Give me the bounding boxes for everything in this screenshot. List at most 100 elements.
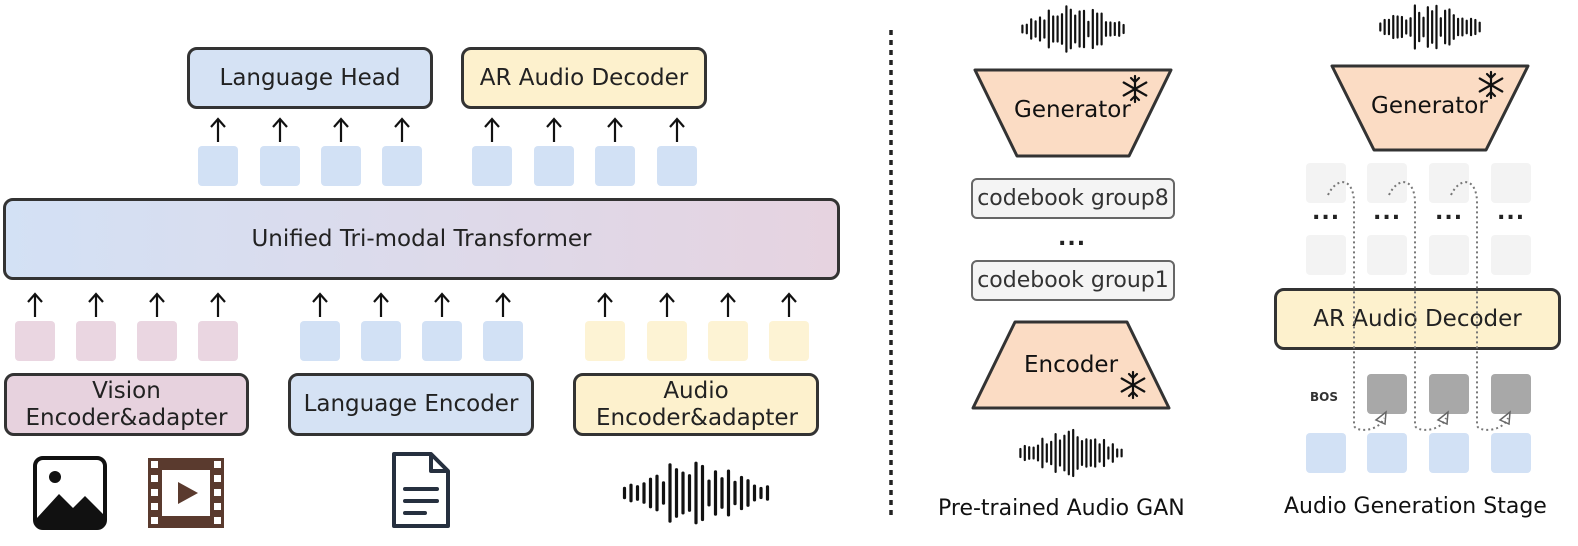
input-token	[76, 321, 116, 361]
up-arrow-icon	[210, 117, 226, 142]
up-arrow-icon	[27, 292, 43, 317]
output-token	[595, 146, 635, 186]
output-token	[382, 146, 422, 186]
output-token	[657, 146, 697, 186]
up-arrow-icon	[607, 117, 623, 142]
waveform-gan-output-icon	[1021, 5, 1125, 53]
audio-encoder-box: Audio Encoder&adapter	[573, 373, 819, 436]
transformer-box: Unified Tri-modal Transformer	[3, 198, 840, 280]
codebook-group8: codebook group8	[971, 178, 1175, 219]
input-token	[769, 321, 809, 361]
up-arrow-icon	[546, 117, 562, 142]
input-token	[708, 321, 748, 361]
up-arrow-icon	[394, 117, 410, 142]
output-token	[260, 146, 300, 186]
language-encoder-label: Language Encoder	[303, 391, 519, 417]
language-head-label: Language Head	[219, 64, 401, 91]
input-token	[483, 321, 523, 361]
input-token	[585, 321, 625, 361]
feedback-path	[1327, 181, 1385, 431]
waveform-input-icon	[622, 461, 770, 525]
ellipsis-mark: ...	[1497, 200, 1526, 225]
up-arrow-icon	[210, 292, 226, 317]
up-arrow-icon	[434, 292, 450, 317]
ar-audio-decoder-top-box: AR Audio Decoder	[461, 47, 707, 109]
feedback-path	[1388, 181, 1447, 431]
snowflake-icon	[1120, 370, 1146, 400]
decoder-input-token	[1491, 433, 1531, 473]
up-arrow-icon	[781, 292, 797, 317]
language-encoder-box: Language Encoder	[288, 373, 534, 436]
gan-encoder-label: Encoder	[1024, 352, 1119, 378]
input-token	[422, 321, 462, 361]
gan-generator-label: Generator	[1014, 97, 1131, 123]
ellipsis-mark: ...	[1373, 200, 1402, 225]
language-head-box: Language Head	[187, 47, 433, 109]
ar-audio-decoder-top-label: AR Audio Decoder	[479, 64, 689, 91]
up-arrow-icon	[373, 292, 389, 317]
generated-token	[1429, 235, 1469, 275]
feedback-arrowhead	[1436, 410, 1449, 426]
output-token	[198, 146, 238, 186]
generated-token	[1306, 235, 1346, 275]
gan-generator-shape	[973, 68, 1173, 158]
up-arrow-icon	[669, 117, 685, 142]
gan-ellipsis: ...	[1058, 226, 1087, 251]
codebook-group8-label: codebook group8	[977, 186, 1169, 211]
vision-encoder-label: Vision Encoder&adapter	[25, 377, 228, 431]
video-icon	[148, 458, 224, 528]
up-arrow-icon	[597, 292, 613, 317]
feedback-path	[1450, 181, 1509, 431]
waveform-generated-icon	[1379, 4, 1481, 50]
generated-token	[1491, 235, 1531, 275]
generated-token	[1367, 235, 1407, 275]
up-arrow-icon	[484, 117, 500, 142]
ar-audio-decoder-label: AR Audio Decoder	[1313, 305, 1522, 332]
bos-token-label: BOS	[1310, 390, 1338, 404]
snowflake-icon	[1122, 74, 1148, 104]
waveform-gan-input-icon	[1019, 428, 1123, 478]
decoder-input-token	[1367, 433, 1407, 473]
input-token	[361, 321, 401, 361]
input-token	[647, 321, 687, 361]
decoded-token	[1429, 374, 1469, 414]
up-arrow-icon	[495, 292, 511, 317]
codebook-group1: codebook group1	[971, 260, 1175, 301]
output-token	[321, 146, 361, 186]
gan-encoder-shape	[971, 320, 1171, 410]
transformer-label: Unified Tri-modal Transformer	[251, 225, 592, 252]
ellipsis-mark: ...	[1312, 200, 1341, 225]
ellipsis-mark: ...	[1435, 200, 1464, 225]
input-token	[137, 321, 177, 361]
input-token	[300, 321, 340, 361]
decoder-input-token	[1429, 433, 1469, 473]
ar-audio-decoder-box: AR Audio Decoder	[1274, 288, 1561, 350]
up-arrow-icon	[88, 292, 104, 317]
gan-caption: Pre-trained Audio GAN	[938, 496, 1185, 521]
up-arrow-icon	[333, 117, 349, 142]
document-icon	[392, 452, 450, 528]
up-arrow-icon	[312, 292, 328, 317]
codebook-group1-label: codebook group1	[977, 268, 1169, 293]
input-token	[15, 321, 55, 361]
generated-token	[1491, 163, 1531, 203]
output-token	[534, 146, 574, 186]
gen-caption: Audio Generation Stage	[1284, 494, 1547, 519]
output-token	[472, 146, 512, 186]
snowflake-icon	[1478, 70, 1504, 100]
gen-generator-label: Generator	[1371, 93, 1488, 119]
vision-encoder-box: Vision Encoder&adapter	[4, 373, 249, 436]
up-arrow-icon	[149, 292, 165, 317]
decoded-token	[1491, 374, 1531, 414]
up-arrow-icon	[720, 292, 736, 317]
up-arrow-icon	[659, 292, 675, 317]
feedback-arrowhead	[1374, 410, 1387, 426]
decoded-token	[1367, 374, 1407, 414]
decoder-input-token	[1306, 433, 1346, 473]
input-token	[198, 321, 238, 361]
gen-generator-shape	[1330, 64, 1530, 152]
up-arrow-icon	[272, 117, 288, 142]
image-icon	[33, 456, 107, 530]
feedback-arrowhead	[1498, 410, 1511, 426]
